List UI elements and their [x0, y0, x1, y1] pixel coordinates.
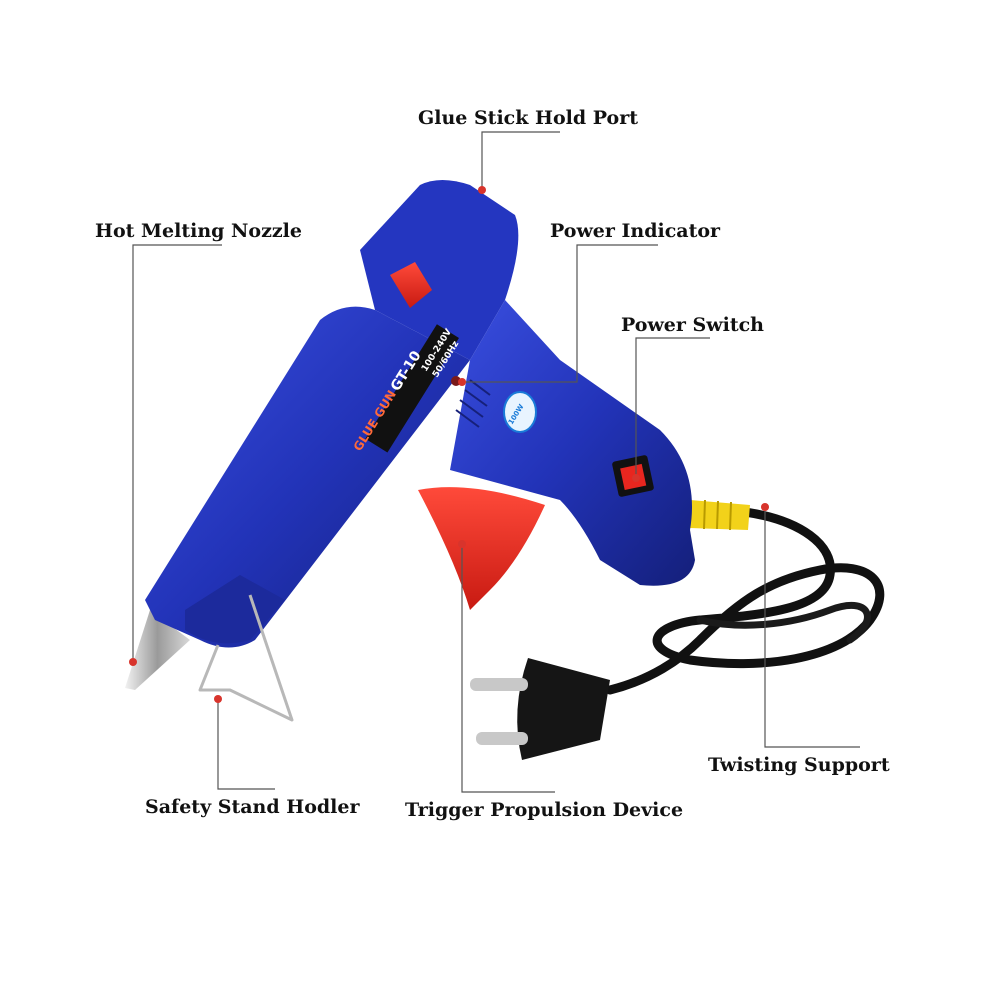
callout-safety-stand: Safety Stand Hodler	[145, 796, 360, 818]
leader-switch	[635, 337, 710, 478]
leader-indicator	[462, 244, 658, 383]
nozzle	[125, 610, 190, 690]
callout-markers	[129, 186, 769, 703]
leader-twist	[764, 507, 860, 748]
leader-lines	[132, 131, 860, 793]
callout-twisting-support: Twisting Support	[708, 754, 890, 776]
leader-stand	[217, 699, 275, 790]
marker-glue-port	[478, 186, 486, 194]
safety-stand-wire	[198, 594, 294, 722]
callout-power-switch: Power Switch	[621, 314, 764, 336]
callout-glue-stick-port: Glue Stick Hold Port	[418, 107, 639, 129]
power-cable	[605, 507, 885, 695]
marker-nozzle	[129, 658, 137, 666]
glue-stick-port	[390, 262, 432, 308]
leader-glue-port	[481, 131, 560, 190]
power-plug	[470, 658, 610, 760]
label-plate	[365, 324, 459, 453]
callout-trigger-propulsion: Trigger Propulsion Device	[405, 799, 684, 821]
callout-hot-melting-nozzle: Hot Melting Nozzle	[95, 220, 302, 242]
gun-body	[145, 180, 695, 648]
marker-switch	[632, 474, 640, 482]
marker-twist	[761, 503, 769, 511]
marker-stand	[214, 695, 222, 703]
wattage-badge	[503, 391, 537, 433]
callout-power-indicator: Power Indicator	[550, 220, 721, 242]
trigger	[418, 487, 545, 610]
leader-trigger	[461, 544, 555, 793]
marker-indicator	[458, 378, 466, 386]
leader-nozzle	[132, 244, 222, 662]
strain-relief	[690, 499, 750, 531]
marker-trigger	[458, 540, 466, 548]
